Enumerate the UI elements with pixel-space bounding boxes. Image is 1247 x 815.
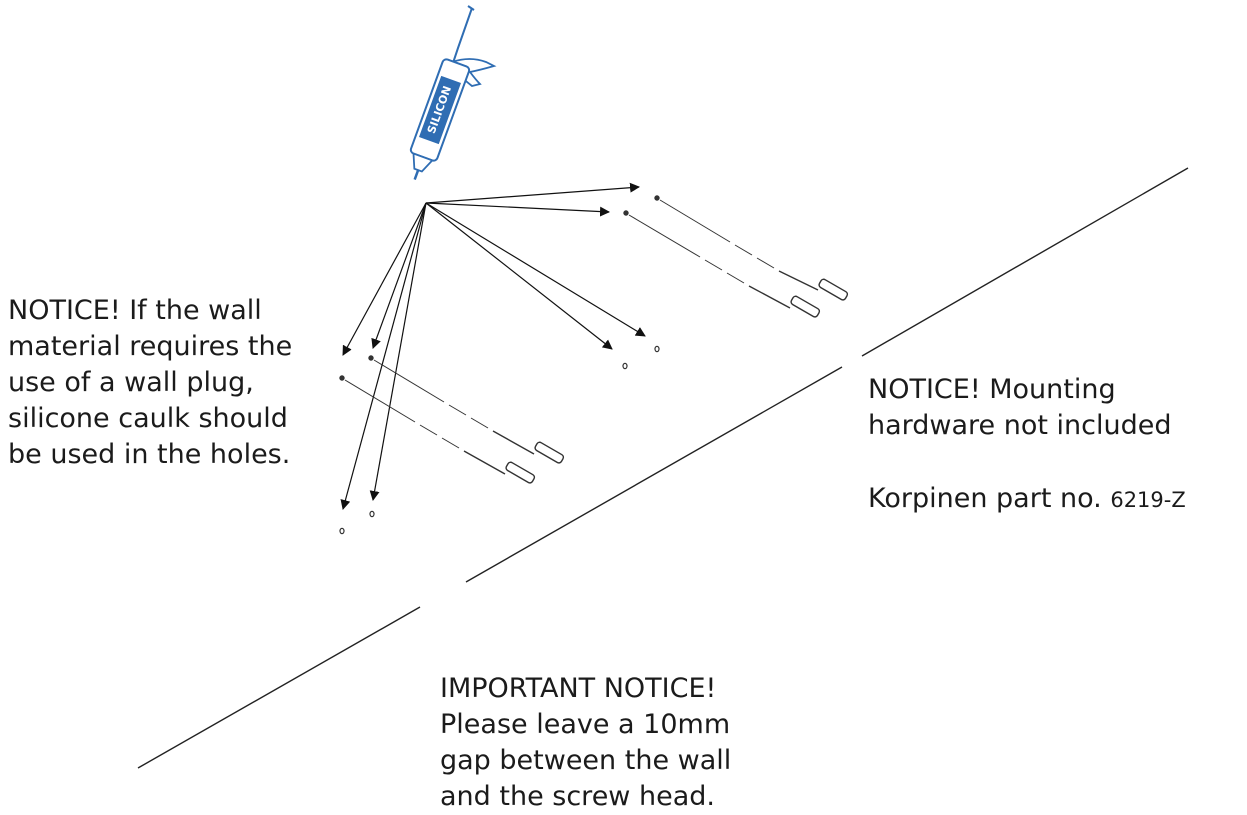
part-number-value: 6219-Z <box>1110 488 1186 512</box>
caulk-arrows <box>340 182 646 510</box>
notice-line: hardware not included <box>868 410 1172 441</box>
assembly-diagram: SILICON <box>137 5 1189 769</box>
arrow-upper-right-bottom <box>425 202 610 217</box>
wall-edge-middle <box>465 366 843 583</box>
notice-line: NOTICE! Mounting <box>868 374 1116 405</box>
drill-hole <box>622 362 628 370</box>
notice-line: use of a wall plug, <box>8 367 254 398</box>
notice-line: IMPORTANT NOTICE! <box>440 673 717 704</box>
drill-hole <box>369 510 375 518</box>
wall-edge-upper <box>861 167 1189 357</box>
arrow-mid-right-bottom <box>425 202 613 350</box>
notice-wall-plug: NOTICE! If the wall material requires th… <box>8 293 292 473</box>
notice-line: material requires the <box>8 331 293 362</box>
part-number-label: Korpinen part no. <box>868 483 1102 514</box>
screw-upper-right-1 <box>654 195 849 301</box>
drill-hole <box>339 527 345 535</box>
drill-hole <box>654 345 660 353</box>
notice-line: gap between the wall <box>440 745 732 776</box>
notice-line: Please leave a 10mm <box>440 709 731 740</box>
notice-line: silicone caulk should <box>8 403 288 434</box>
arrow-left-top-a <box>342 202 427 356</box>
wall-edge-lower <box>137 606 421 769</box>
arrow-left-bottom-a <box>340 202 427 510</box>
screw-upper-right-2 <box>623 210 821 318</box>
drill-holes <box>339 345 660 535</box>
screw-lower-left-1 <box>368 355 565 464</box>
part-number-line: Korpinen part no. 6219-Z <box>868 483 1186 514</box>
notice-line: NOTICE! If the wall <box>8 295 262 326</box>
arrow-mid-right-top <box>425 202 646 337</box>
notice-gap: IMPORTANT NOTICE! Please leave a 10mm ga… <box>440 671 731 815</box>
arrow-left-top-b <box>371 202 427 349</box>
notice-hardware: NOTICE! Mounting hardware not included <box>868 372 1172 444</box>
silicone-caulk-gun-icon: SILICON <box>409 5 497 180</box>
arrow-left-bottom-b <box>369 202 427 501</box>
notice-line: be used in the holes. <box>8 439 291 470</box>
arrow-upper-right-top <box>425 182 640 204</box>
notice-line: and the screw head. <box>440 781 715 812</box>
screw-lower-left-2 <box>339 375 536 484</box>
